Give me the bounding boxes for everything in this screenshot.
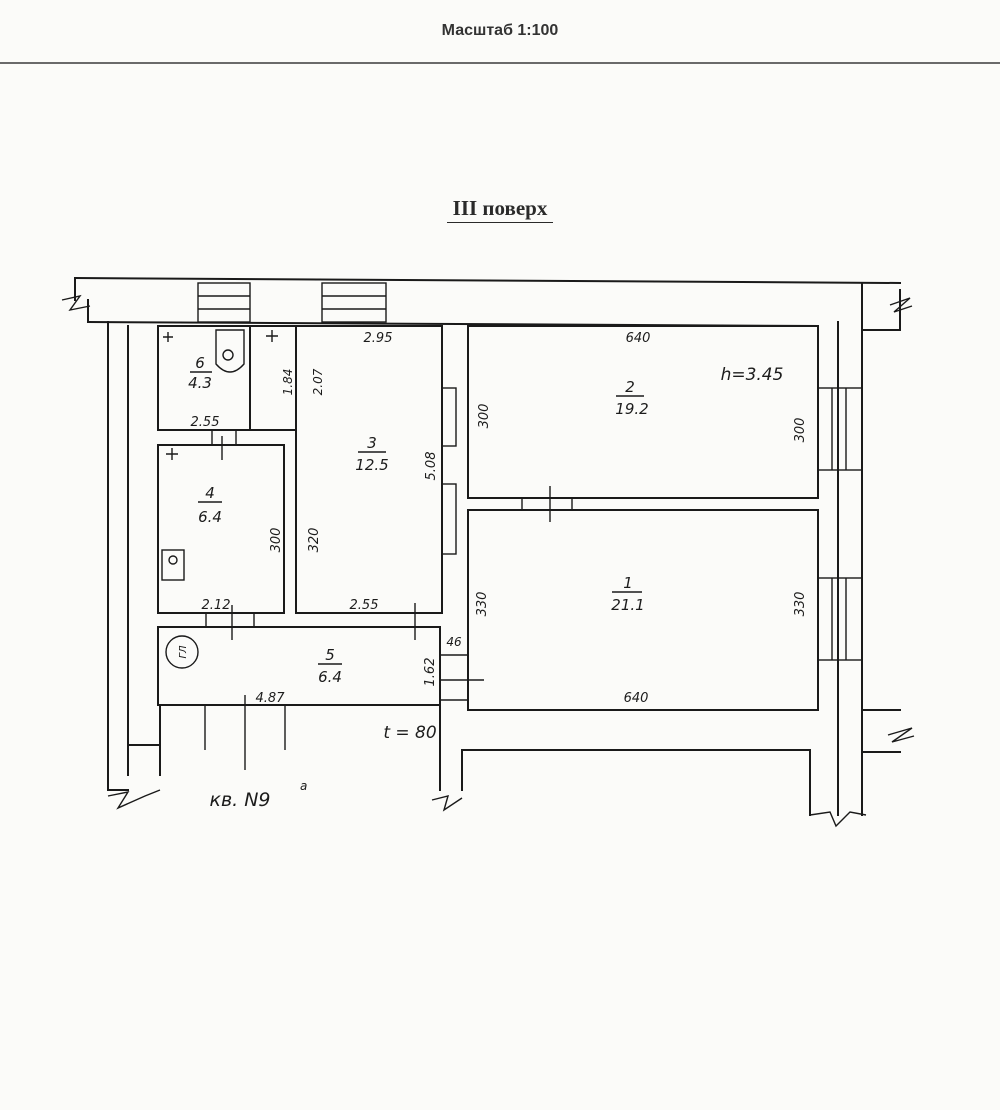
- outer-walls: [61, 276, 915, 828]
- room-2-outline: [467, 325, 819, 499]
- room-3-area: 12.5: [355, 456, 388, 474]
- dim-r3-left-lower: 320: [307, 528, 322, 553]
- dim-r3-right: 5.08: [424, 452, 439, 481]
- room-6-area: 4.3: [188, 374, 212, 392]
- dim-r6-side: 1.84: [281, 369, 295, 396]
- dim-r3-top: 2.95: [364, 331, 393, 346]
- room-3-number: 3: [367, 434, 377, 452]
- room-2-area: 19.2: [615, 400, 648, 418]
- room-4-number: 4: [205, 484, 215, 502]
- room-1-number: 1: [623, 574, 633, 592]
- gas-meter-icon: [165, 635, 199, 669]
- room-partitions: [157, 325, 819, 711]
- dim-r3-left-upper: 2.07: [311, 368, 325, 395]
- floor-title-text: III поверх: [446, 196, 554, 223]
- floor-title: III поверх: [0, 196, 1000, 223]
- room-3-outline: [295, 325, 443, 614]
- room-5-number: 5: [325, 646, 335, 664]
- dim-r1-right: 330: [793, 592, 808, 617]
- dim-r5-bottom: 4.87: [256, 691, 286, 706]
- dim-r4-bottom: 2.12: [202, 598, 231, 613]
- room-4-area: 6.4: [198, 508, 222, 526]
- dim-r4-right: 300: [269, 528, 284, 553]
- room-1-outline: [467, 509, 819, 711]
- room-5-area: 6.4: [318, 668, 342, 686]
- gas-meter-label: ГЛ: [178, 645, 189, 659]
- scale-label: Масштаб 1:100: [441, 22, 559, 39]
- dim-r5-small: 46: [446, 635, 462, 649]
- room-2-number: 2: [625, 378, 635, 396]
- dim-r5-right: 1.62: [423, 658, 438, 687]
- wall-thickness: t = 80: [383, 723, 436, 743]
- scale-header: Масштаб 1:100: [0, 0, 1000, 64]
- room-6-number: 6: [195, 354, 205, 372]
- dim-r1-bottom: 640: [624, 691, 649, 706]
- room-4-outline: [157, 444, 285, 614]
- room-labels: 6 4.3 2.55 1.84 4 6.4 300 2.12 2.95 2.07…: [165, 331, 808, 811]
- dim-r2-right: 300: [793, 418, 808, 443]
- room-1-area: 21.1: [611, 596, 644, 614]
- dim-r6-width: 2.55: [191, 415, 220, 430]
- room-5-outline: [157, 626, 441, 706]
- dim-r2-top: 640: [626, 331, 651, 346]
- dim-r2-left: 300: [477, 404, 492, 429]
- ceiling-height: h=3.45: [721, 365, 784, 385]
- dim-r3-bottom: 2.55: [350, 598, 379, 613]
- apartment-number: кв. N9: [209, 789, 270, 811]
- dim-r1-left: 330: [475, 592, 490, 617]
- apartment-superscript: а: [300, 779, 307, 793]
